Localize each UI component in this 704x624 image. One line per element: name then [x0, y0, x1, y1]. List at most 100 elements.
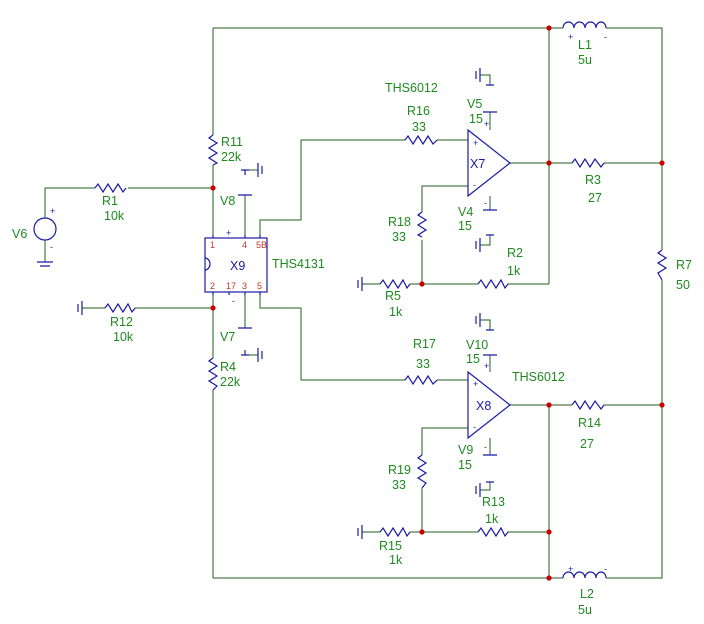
pin-label: 4: [242, 240, 247, 250]
label-r2: R2: [507, 246, 523, 260]
junction: [546, 160, 552, 166]
svg-text:-: -: [50, 242, 53, 252]
label-r18: R18: [388, 215, 411, 229]
wires: [44, 27, 663, 579]
svg-text:+: +: [484, 119, 489, 129]
label-v8: V8: [220, 194, 235, 208]
resistor-r17: [404, 374, 438, 386]
inductor-l2: [562, 571, 607, 579]
label-x7-part: THS6012: [385, 81, 438, 95]
value-r1: 10k: [104, 209, 125, 223]
ground-icon: [475, 313, 481, 327]
ic-ref: X7: [470, 157, 485, 171]
value-v4: 15: [458, 219, 472, 233]
resistors: [94, 134, 668, 538]
pin-label: 3: [242, 281, 247, 291]
label-v7: V7: [220, 330, 235, 344]
value-r17: 33: [416, 357, 430, 371]
junction: [210, 185, 216, 191]
svg-text:-: -: [473, 422, 476, 432]
ground-icon: [357, 525, 363, 539]
label-r14: R14: [578, 416, 601, 430]
value-r3: 27: [588, 191, 602, 205]
label-v5: V5: [467, 97, 482, 111]
sources: [33, 68, 497, 539]
ground-icon: [257, 348, 263, 362]
svg-text:-: -: [232, 296, 235, 306]
label-r13: R13: [482, 495, 505, 509]
value-l1: 5u: [578, 53, 592, 67]
label-v9: V9: [458, 443, 473, 457]
label-r1: R1: [102, 194, 118, 208]
ground-icon: [357, 277, 363, 291]
value-r12: 10k: [113, 330, 134, 344]
ic-ref: X8: [476, 399, 491, 413]
value-r15: 1k: [389, 553, 403, 567]
pin-label: 17: [226, 281, 236, 291]
battery-v10: [483, 329, 497, 356]
resistor-r13: [477, 526, 509, 538]
junction: [546, 25, 552, 31]
value-r5: 1k: [389, 305, 403, 319]
junction: [659, 402, 665, 408]
svg-text:+: +: [50, 206, 55, 216]
label-r4: R4: [220, 360, 236, 374]
value-v9: 15: [458, 458, 472, 472]
opamp-x8: X8 + - + -: [467, 361, 511, 452]
label-r15: R15: [379, 539, 402, 553]
label-r5: R5: [385, 289, 401, 303]
label-r12: R12: [110, 315, 133, 329]
svg-text:+: +: [473, 379, 478, 389]
resistor-r18: [416, 211, 428, 238]
junction: [419, 529, 425, 535]
svg-text:+: +: [473, 138, 478, 148]
value-r16: 33: [412, 120, 426, 134]
polarity-signs: + - + - + - + -: [50, 32, 607, 574]
battery-v4: [483, 209, 497, 236]
label-r16: R16: [407, 104, 430, 118]
resistor-r1: [94, 182, 127, 194]
value-r4: 22k: [220, 375, 241, 389]
junction: [210, 305, 216, 311]
label-r7: R7: [676, 258, 692, 272]
ground-icon: [257, 163, 263, 177]
junction: [546, 402, 552, 408]
value-r14: 27: [580, 437, 594, 451]
pin-label: 1: [210, 240, 215, 250]
value-r7: 50: [676, 278, 690, 292]
svg-text:+: +: [484, 361, 489, 371]
voltage-source-v6: [33, 217, 57, 241]
resistor-r3: [571, 157, 605, 169]
svg-text:+: +: [568, 32, 573, 42]
battery-v9: [483, 454, 497, 483]
resistor-r11: [207, 134, 219, 166]
junction: [659, 160, 665, 166]
svg-text:+: +: [568, 564, 573, 574]
battery-v8: [238, 169, 252, 196]
ic-ref: X9: [230, 259, 245, 273]
ground-icon: [37, 261, 53, 267]
label-x8-part: THS6012: [512, 370, 565, 384]
resistor-r15: [379, 526, 411, 538]
pin-label: 5B: [256, 240, 267, 250]
svg-text:-: -: [604, 32, 607, 42]
pin-label: 5: [257, 281, 262, 291]
label-v4: V4: [458, 205, 473, 219]
svg-text:-: -: [484, 198, 487, 208]
value-l2: 5u: [578, 603, 592, 617]
ic-x9: 1 4 5B 2 17 3 5 X9: [204, 235, 268, 295]
opamp-x7: X7 + - + -: [467, 119, 511, 208]
resistor-r2: [477, 278, 509, 290]
battery-v5: [483, 84, 497, 113]
label-r3: R3: [585, 173, 601, 187]
svg-text:-: -: [484, 442, 487, 452]
ground-icon: [475, 238, 481, 252]
resistor-r4: [207, 357, 219, 391]
inductor-l1: [562, 21, 607, 29]
label-v6: V6: [12, 227, 27, 241]
value-r19: 33: [392, 478, 406, 492]
label-r17: R17: [413, 337, 436, 351]
resistor-r12: [104, 302, 136, 314]
